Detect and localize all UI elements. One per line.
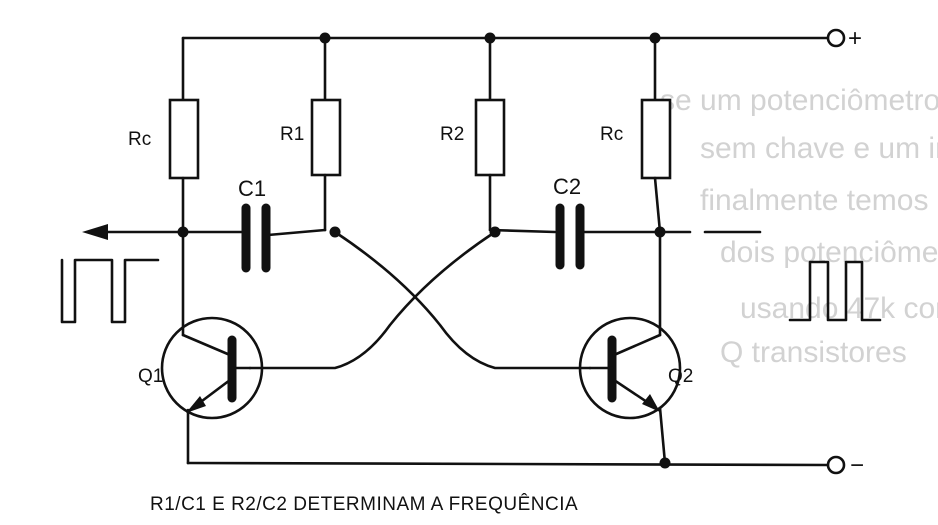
transistor-q2 (578, 316, 682, 465)
caption: R1/C1 E R2/C2 DETERMINAM A FREQUÊNCIA (150, 493, 578, 515)
label-c2: C2 (553, 174, 581, 199)
background-line-6: Q transistores (720, 336, 907, 369)
resistor-rc-left (168, 98, 200, 180)
resistor-r2 (474, 98, 506, 177)
right-coupling-line (488, 228, 762, 234)
q1-emitter-arrow-icon (186, 396, 206, 413)
cross-coupling-wires (248, 230, 592, 370)
capacitor-c2 (555, 203, 585, 270)
label-plus: + (848, 25, 862, 52)
background-line-3: finalmente temos possibilidade de ajusta… (700, 184, 938, 217)
label-c1: C1 (238, 176, 266, 201)
transistor-q1 (160, 316, 264, 465)
resistor-r1 (310, 98, 342, 177)
resistor-rc-right (640, 98, 672, 180)
label-q1: Q1 (138, 366, 163, 387)
label-r2: R2 (440, 124, 464, 145)
label-minus: − (850, 452, 864, 479)
q2-emitter-arrow-icon (642, 394, 660, 412)
positive-terminal (826, 28, 846, 48)
label-rc-right: Rc (600, 124, 623, 145)
left-square-wave-icon (60, 258, 160, 324)
capacitor-c1 (241, 203, 271, 273)
right-square-wave-icon (788, 260, 882, 322)
negative-terminal (826, 455, 846, 475)
background-text: se um potenciômetro duplo de 2,2k sem ch… (660, 84, 938, 369)
label-q2: Q2 (668, 366, 693, 387)
positive-rail (181, 28, 846, 102)
background-line-1: se um potenciômetro duplo de 2,2k (660, 84, 938, 117)
output-arrow-icon (82, 224, 108, 240)
negative-rail (186, 455, 846, 475)
label-r1: R1 (280, 124, 304, 145)
label-rc-left: Rc (128, 129, 151, 150)
left-output-line (82, 224, 327, 240)
background-line-2: sem chave e um interruptor separado (700, 132, 938, 165)
